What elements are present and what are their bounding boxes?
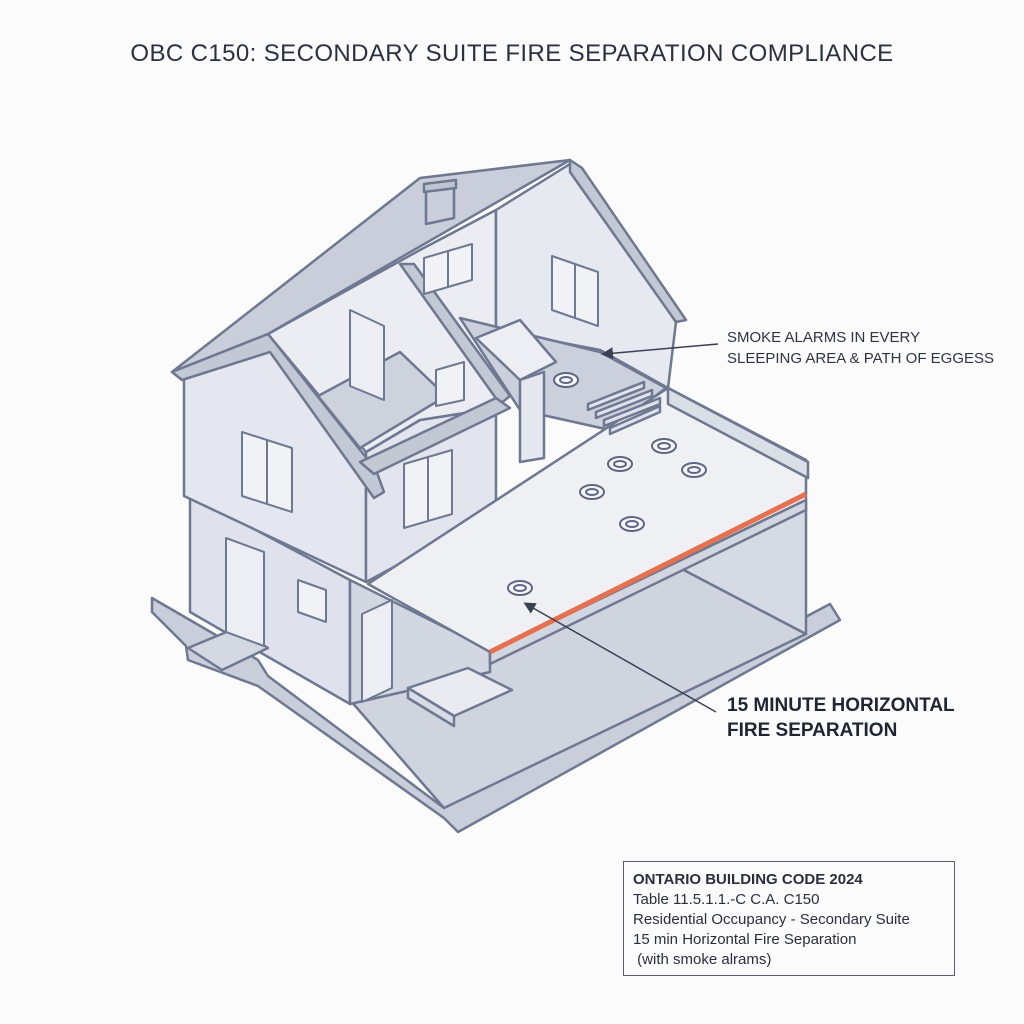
doors [225,309,393,703]
roof-front-gable-left [170,332,386,500]
smoke-alarm-icon [681,462,707,478]
fire-separation-callout-line-1: 15 MINUTE HORIZONTAL [727,695,955,716]
smoke-alarm-icon [651,438,677,454]
code-reference-line: (with smoke alrams) [633,951,772,968]
fire-separation-line [488,491,808,655]
smoke-alarm-callout-line-2: SLEEPING AREA & PATH OF EGGESS [727,350,995,367]
code-reference-heading: ONTARIO BUILDING CODE 2024 [633,871,863,888]
ground-slab [150,596,842,834]
dormer-roof [358,396,512,476]
interior-column [518,370,546,464]
smoke-alarm-callout: SMOKE ALARMS IN EVERY SLEEPING AREA & PA… [727,327,994,369]
windows [241,243,599,623]
code-reference-box: ONTARIO BUILDING CODE 2024 Table 11.5.1.… [623,861,955,976]
roof-front-gable-right [398,262,512,406]
fire-separation-leader [523,602,717,713]
code-reference-line: Table 11.5.1.1.-C C.A. C150 [633,891,820,908]
smoke-alarm-callout-line-1: SMOKE ALARMS IN EVERY [727,329,921,346]
smoke-alarm-icon [619,516,645,532]
landing [474,318,558,382]
code-reference-line: Residential Occupancy - Secondary Suite [633,911,910,928]
stairs [586,380,662,436]
smoke-alarm-icon [507,580,533,596]
smoke-alarm-icon [553,372,579,388]
smoke-alarm-icon [607,456,633,472]
slab-right-wall [666,386,810,480]
diagram-title: OBC C150: SECONDARY SUITE FIRE SEPARATIO… [130,40,894,67]
code-reference-line: 15 min Horizontal Fire Separation [633,931,857,948]
smoke-alarm-icon [579,484,605,500]
roof-ridge-right [568,158,688,324]
fire-separation-callout-line-2: FIRE SEPARATION [727,720,898,741]
smoke-alarm-leader [601,343,719,360]
fire-separation-callout: 15 MINUTE HORIZONTAL FIRE SEPARATION [727,693,955,743]
smoke-alarm-icons [507,372,707,596]
slab-edge [488,498,808,666]
